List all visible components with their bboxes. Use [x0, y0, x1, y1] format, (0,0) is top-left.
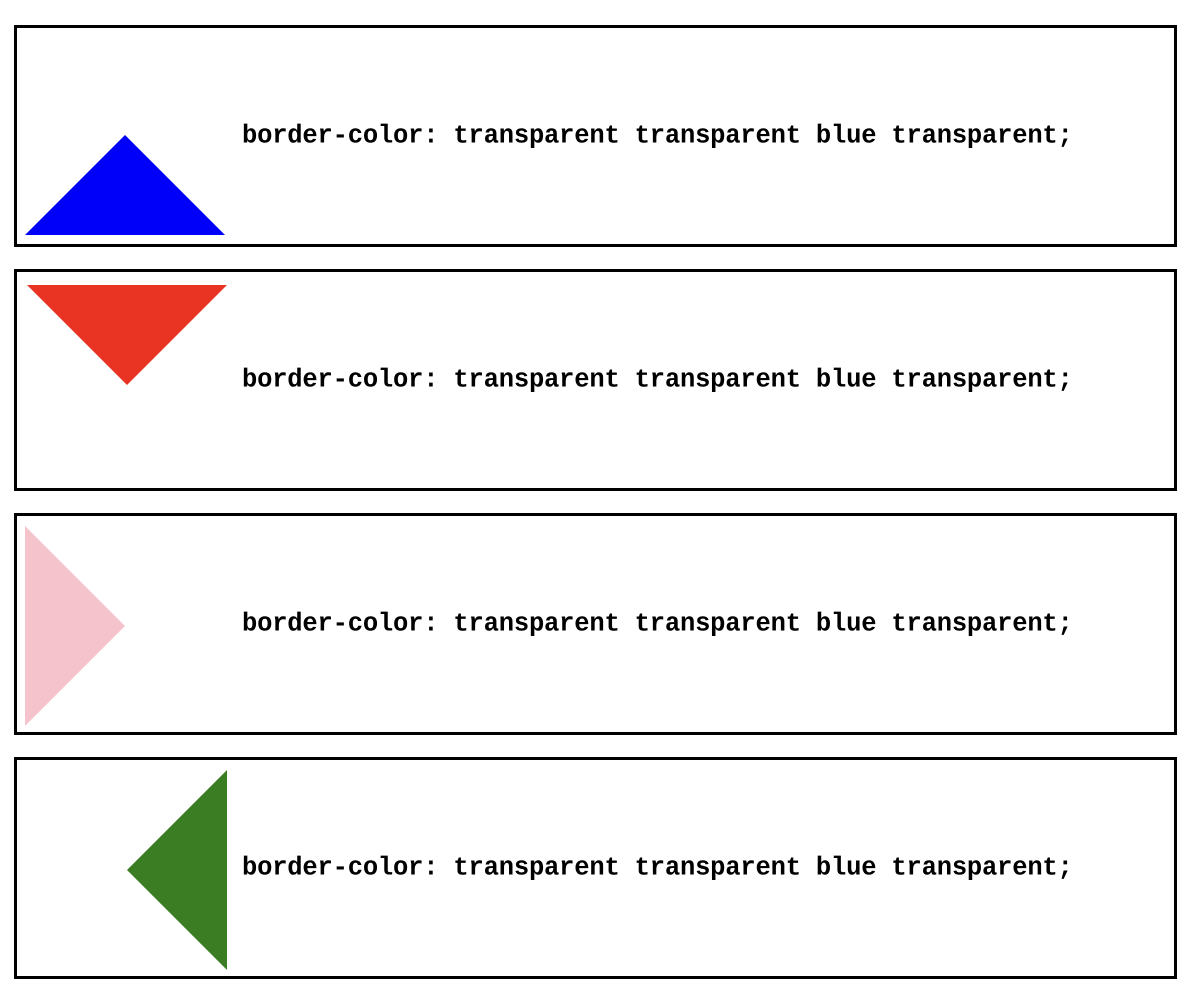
caption-text: border-color: transparent transparent bl…: [242, 365, 1073, 395]
caption-text: border-color: transparent transparent bl…: [242, 121, 1073, 151]
demo-box-up: border-color: transparent transparent bl…: [14, 25, 1177, 247]
demo-box-right: border-color: transparent transparent bl…: [14, 513, 1177, 735]
demo-page: border-color: transparent transparent bl…: [14, 25, 1177, 979]
demo-box-left: border-color: transparent transparent bl…: [14, 757, 1177, 979]
left-triangle: [127, 770, 227, 970]
caption-text: border-color: transparent transparent bl…: [242, 609, 1073, 639]
demo-box-down: border-color: transparent transparent bl…: [14, 269, 1177, 491]
down-triangle: [27, 285, 227, 385]
up-triangle: [25, 135, 225, 235]
right-triangle: [25, 526, 125, 726]
caption-text: border-color: transparent transparent bl…: [242, 853, 1073, 883]
